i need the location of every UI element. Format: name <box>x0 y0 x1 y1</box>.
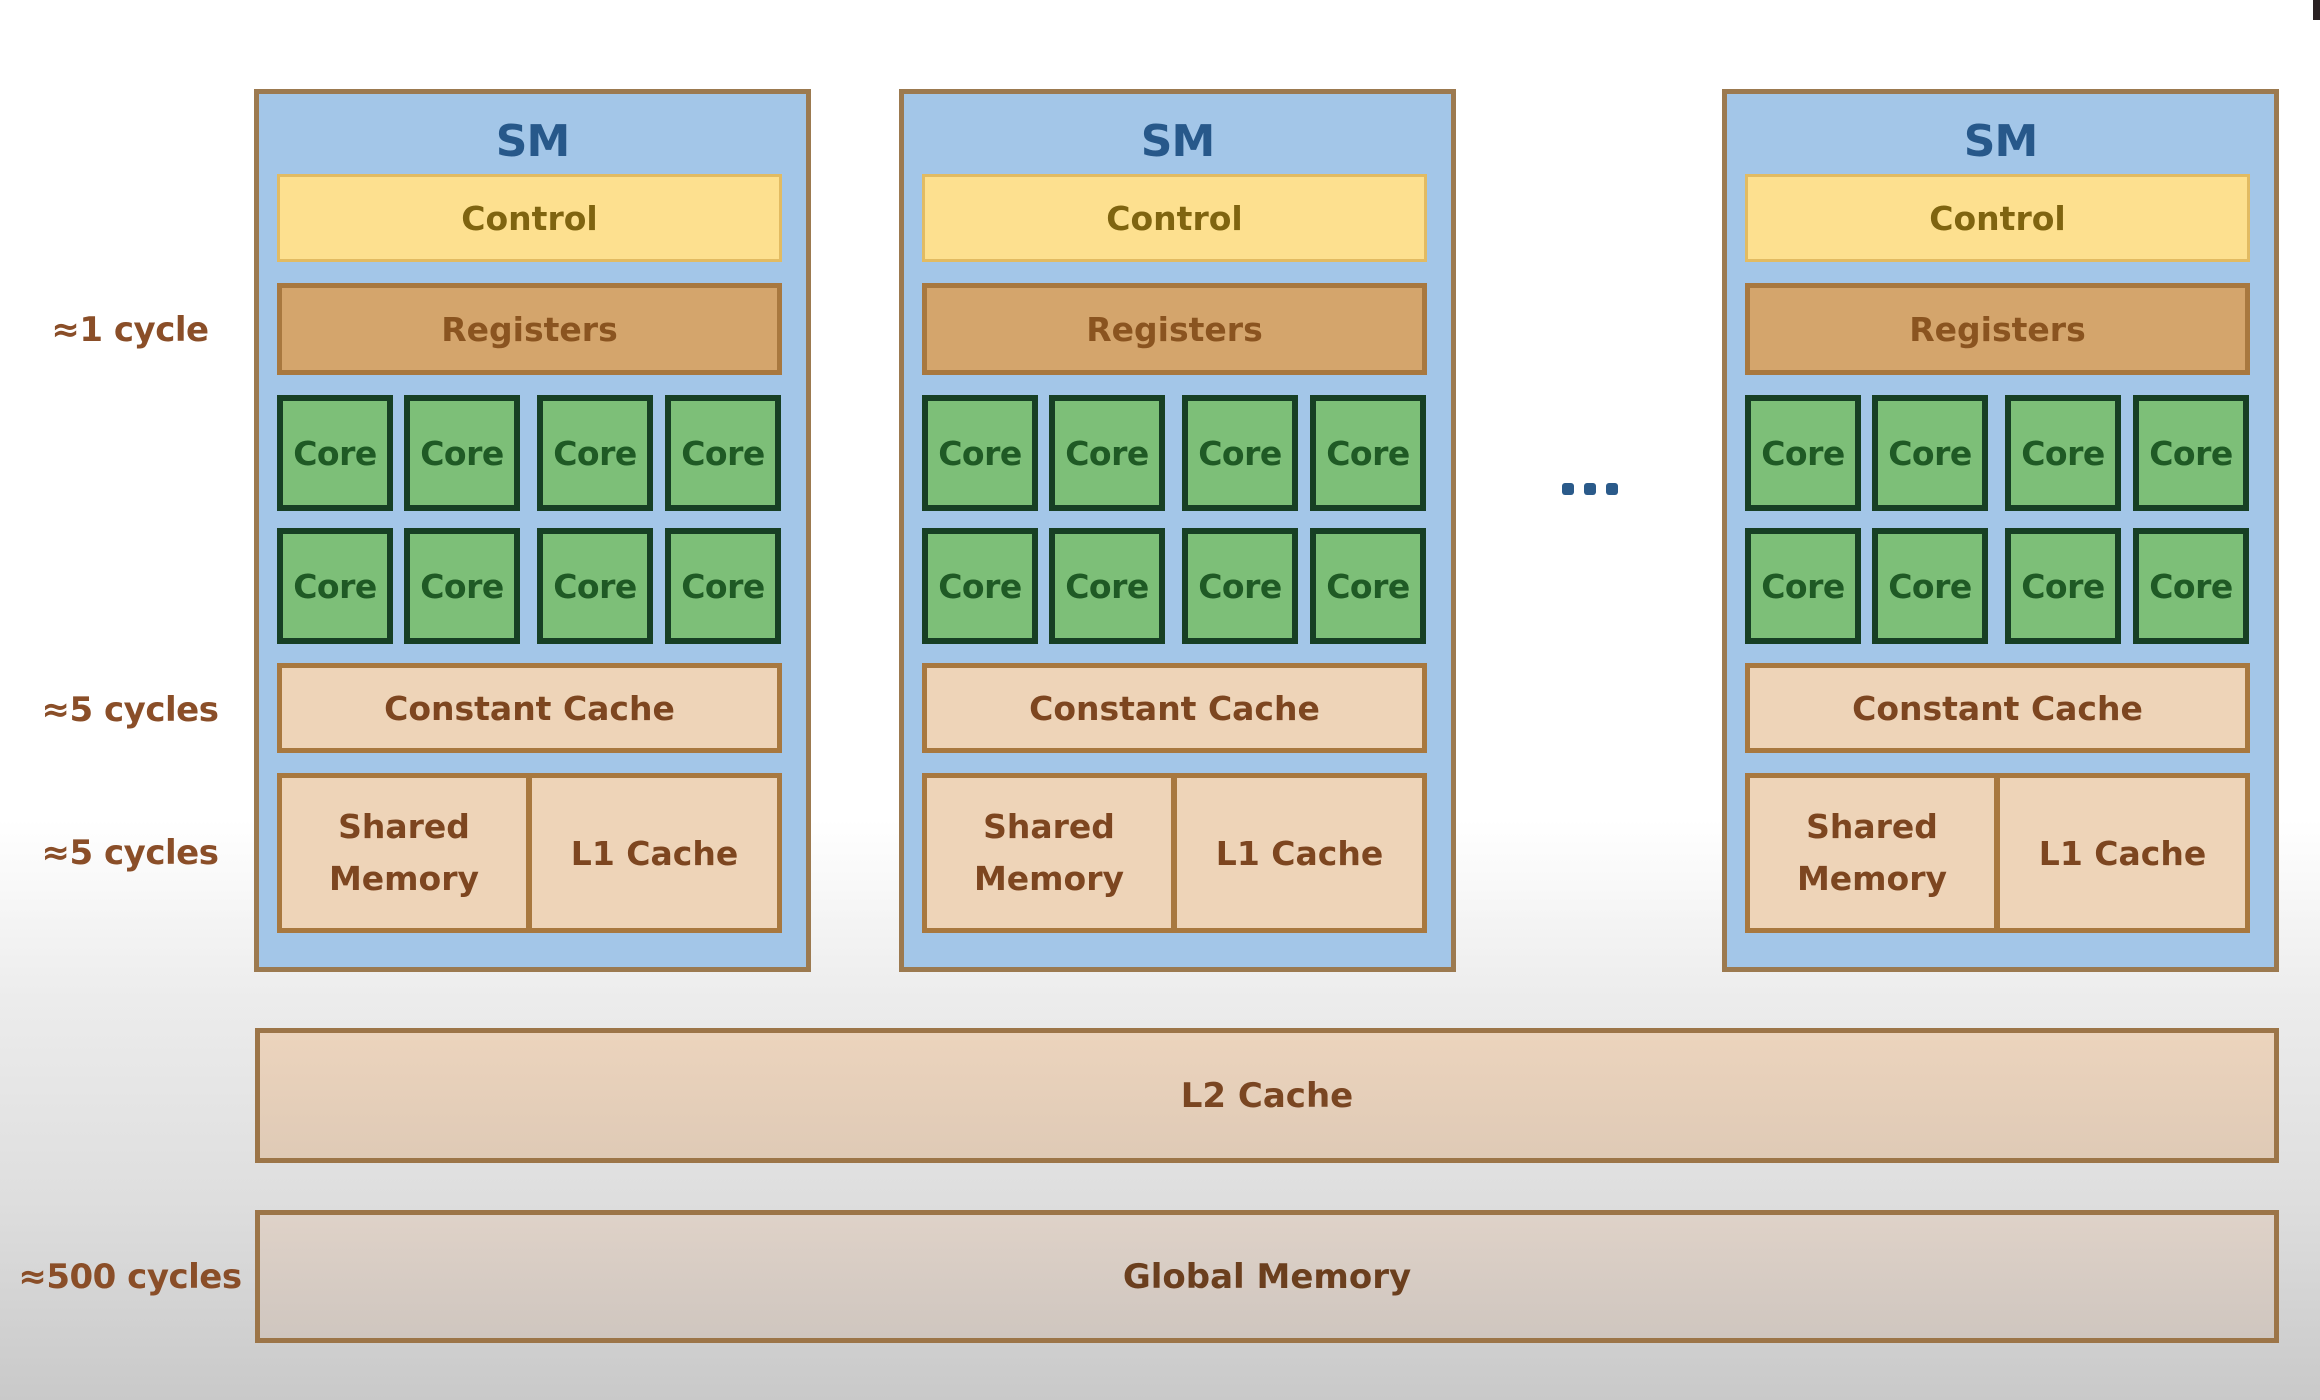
ellipsis-dot <box>1606 483 1618 495</box>
shared-memory-line1: Shared <box>983 807 1115 846</box>
core: Core <box>2005 395 2121 511</box>
sm-block: SM Control Registers Constant Cache Shar… <box>1722 89 2279 972</box>
shared-memory-line1: Shared <box>338 807 470 846</box>
shared-l1-block: Shared Memory L1 Cache <box>277 773 782 933</box>
core: Core <box>1049 395 1165 511</box>
latency-label-shared-l1: ≈5 cycles <box>41 833 219 873</box>
sm-block: SM Control Registers Constant Cache Shar… <box>899 89 1456 972</box>
shared-memory: Shared Memory <box>1750 778 2000 928</box>
shared-memory-line1: Shared <box>1806 807 1938 846</box>
shared-memory-line2: Memory <box>328 859 480 898</box>
core: Core <box>1182 528 1298 644</box>
control-unit: Control <box>277 174 782 262</box>
global-memory: Global Memory <box>255 1210 2279 1343</box>
latency-label-constant-cache: ≈5 cycles <box>41 690 219 730</box>
l2-cache: L2 Cache <box>255 1028 2279 1163</box>
constant-cache: Constant Cache <box>277 663 782 753</box>
core: Core <box>1310 528 1426 644</box>
core: Core <box>922 528 1038 644</box>
shared-memory-line2: Memory <box>1796 859 1948 898</box>
sm-title: SM <box>1140 115 1215 167</box>
more-sms-ellipsis <box>1555 470 1625 510</box>
core: Core <box>1872 528 1988 644</box>
shared-memory: Shared Memory <box>282 778 532 928</box>
core: Core <box>665 395 781 511</box>
core: Core <box>1745 395 1861 511</box>
control-unit: Control <box>1745 174 2250 262</box>
core: Core <box>537 395 653 511</box>
registers: Registers <box>1745 283 2250 375</box>
core: Core <box>404 395 520 511</box>
core: Core <box>665 528 781 644</box>
latency-label-global-memory: ≈500 cycles <box>18 1257 242 1297</box>
core: Core <box>537 528 653 644</box>
core: Core <box>1049 528 1165 644</box>
core: Core <box>1872 395 1988 511</box>
shared-memory-line2: Memory <box>973 859 1125 898</box>
core: Core <box>2133 528 2249 644</box>
ellipsis-dot <box>1584 483 1596 495</box>
core: Core <box>1745 528 1861 644</box>
constant-cache: Constant Cache <box>1745 663 2250 753</box>
constant-cache: Constant Cache <box>922 663 1427 753</box>
l1-cache: L1 Cache <box>570 833 739 873</box>
control-unit: Control <box>922 174 1427 262</box>
core: Core <box>2133 395 2249 511</box>
l1-cache: L1 Cache <box>1215 833 1384 873</box>
core: Core <box>404 528 520 644</box>
ellipsis-dot <box>1562 483 1574 495</box>
core: Core <box>277 528 393 644</box>
latency-label-registers: ≈1 cycle <box>51 310 209 350</box>
core: Core <box>277 395 393 511</box>
l1-cache: L1 Cache <box>2038 833 2207 873</box>
corner-mark <box>2313 0 2320 20</box>
shared-l1-block: Shared Memory L1 Cache <box>922 773 1427 933</box>
sm-block: SM Control Registers Constant Cache Shar… <box>254 89 811 972</box>
core: Core <box>2005 528 2121 644</box>
core: Core <box>1182 395 1298 511</box>
sm-title: SM <box>495 115 570 167</box>
shared-l1-block: Shared Memory L1 Cache <box>1745 773 2250 933</box>
core: Core <box>922 395 1038 511</box>
shared-memory: Shared Memory <box>927 778 1177 928</box>
registers: Registers <box>922 283 1427 375</box>
core: Core <box>1310 395 1426 511</box>
registers: Registers <box>277 283 782 375</box>
sm-title: SM <box>1963 115 2038 167</box>
